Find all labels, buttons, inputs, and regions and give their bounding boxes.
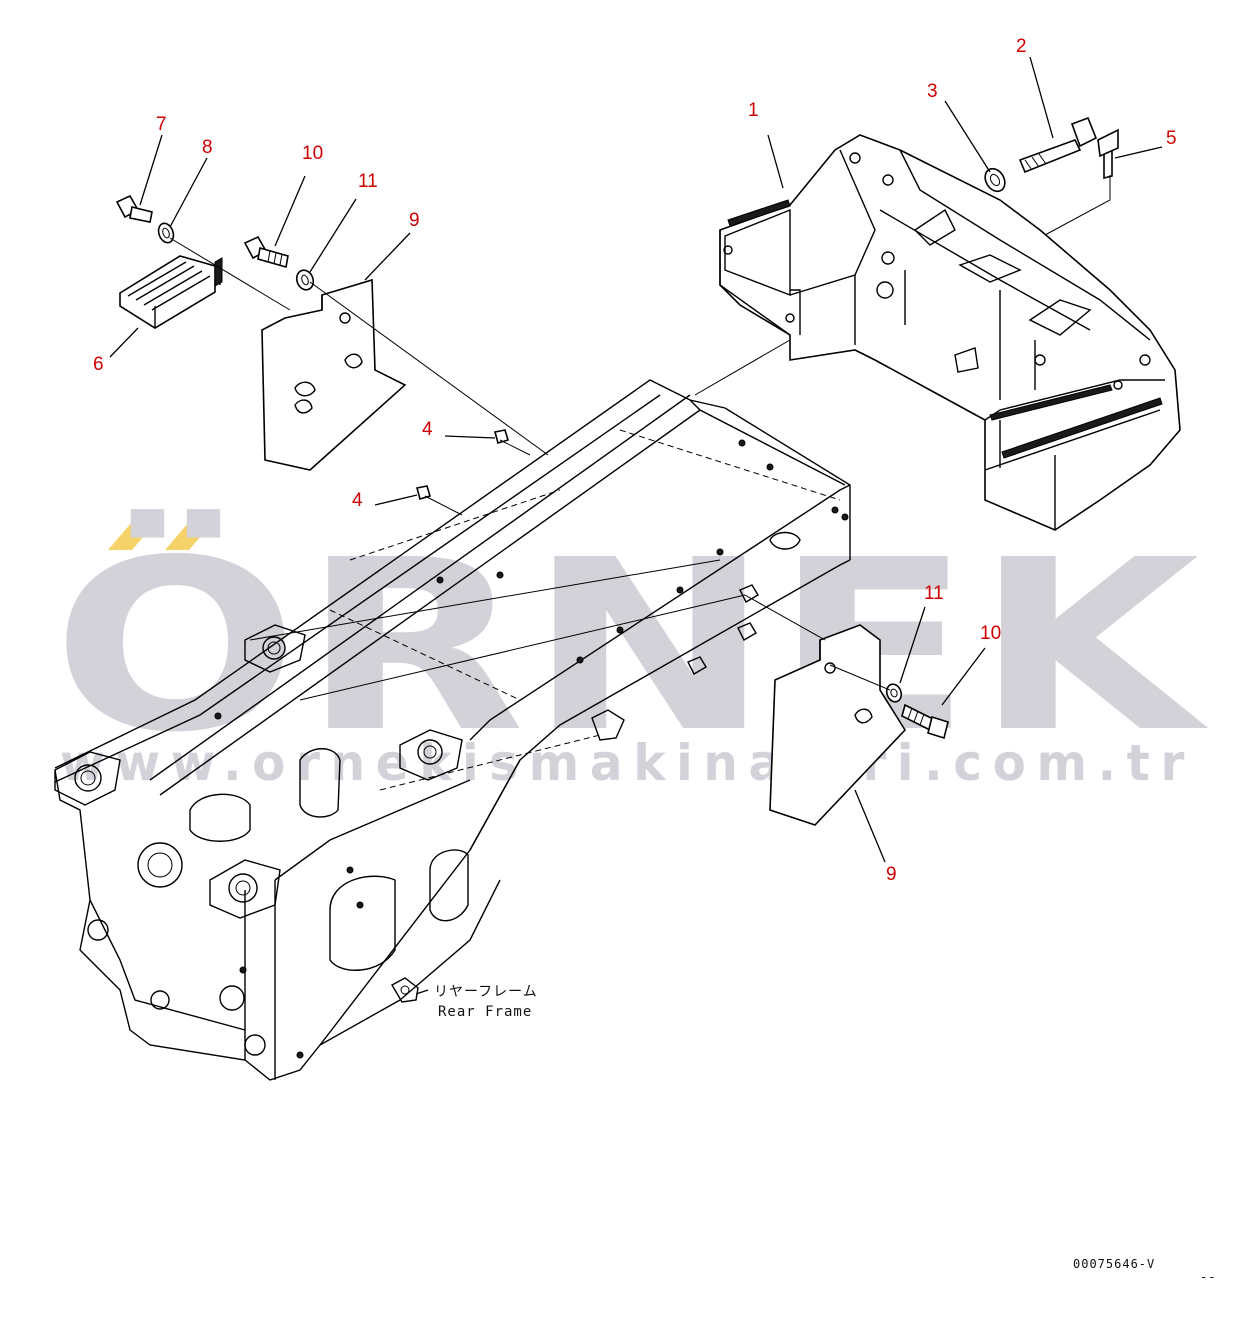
callout-1: 1	[748, 100, 759, 121]
pin-5	[1097, 128, 1119, 180]
callout-5: 5	[1166, 128, 1177, 149]
frame-label-japanese: リヤーフレーム	[434, 984, 538, 1000]
bolt-7	[115, 194, 153, 223]
washer-3	[984, 167, 1006, 193]
callout-3: 3	[927, 81, 938, 102]
callout-4-lower: 4	[352, 490, 363, 511]
frame-flange-left	[54, 751, 121, 806]
callout-2: 2	[1016, 36, 1027, 57]
step-6	[119, 255, 223, 329]
cover-plate-9-left	[261, 278, 407, 471]
callout-11-left: 11	[358, 171, 378, 192]
callout-6: 6	[93, 354, 104, 375]
cover-plate-9-right	[769, 624, 907, 826]
frame-label-english: Rear Frame	[438, 1004, 532, 1020]
callout-9-right: 9	[886, 864, 897, 885]
washer-11-left	[295, 269, 315, 291]
assembly-lines	[169, 175, 1111, 691]
callout-11-right: 11	[924, 583, 944, 604]
watermark-accent-right	[165, 522, 213, 550]
callout-7: 7	[156, 114, 167, 135]
watermark-accent-left	[108, 522, 156, 550]
frame-flange-center	[209, 859, 281, 919]
callouts: 1 2 3 4 4 5 6 7 8 9 9 10 10 11 11	[93, 36, 1177, 885]
frame-bolt-holes	[214, 439, 849, 1059]
nut-4-lower	[416, 485, 431, 501]
document-id: 00075646-V	[1073, 1257, 1155, 1271]
bolt-2	[1018, 116, 1098, 174]
nut-4-upper	[494, 429, 509, 445]
callout-10-right: 10	[980, 623, 1001, 644]
frame-flange-top	[244, 624, 306, 673]
callout-8: 8	[202, 137, 213, 158]
counterweight	[719, 134, 1181, 531]
callout-9-left: 9	[409, 210, 420, 231]
washer-8	[157, 222, 175, 244]
washer-11-right	[885, 683, 903, 703]
bolt-10-left	[243, 235, 289, 269]
rear-frame	[54, 379, 851, 1081]
corner-mark: --	[1200, 1270, 1216, 1284]
leader-lines	[109, 56, 1163, 863]
frame-flange-mid	[399, 729, 463, 781]
frame-label: リヤーフレーム Rear Frame	[415, 984, 538, 1020]
callout-4-upper: 4	[422, 419, 433, 440]
bolt-10-right	[901, 703, 949, 740]
callout-10-left: 10	[302, 143, 323, 164]
watermark-url: www.ornekismakinalari.com.tr	[60, 734, 1195, 792]
watermark: ÖRNEK www.ornekismakinalari.com.tr	[52, 509, 1208, 792]
